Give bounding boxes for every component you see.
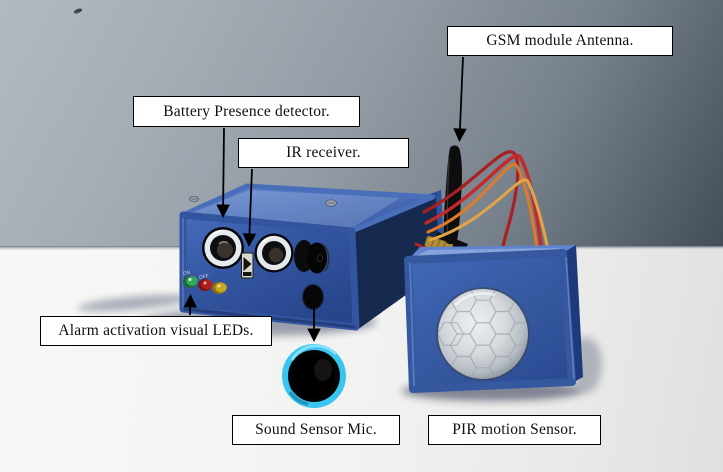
label-ir-receiver-text: IR receiver.: [286, 144, 361, 161]
status-leds: ON OFF: [182, 270, 227, 294]
ir-receiver-component: [241, 252, 254, 279]
label-battery-presence-detector-text: Battery Presence detector.: [163, 102, 330, 120]
label-sound-sensor-mic-text: Sound Sensor Mic.: [255, 421, 377, 438]
label-gsm-antenna: GSM module Antenna.: [447, 26, 673, 56]
label-sound-sensor-mic: Sound Sensor Mic.: [232, 415, 400, 445]
pir-left-edge-highlight: [409, 262, 415, 387]
led-green: [183, 276, 198, 288]
led-red: [198, 279, 213, 291]
label-pir-motion-sensor-text: PIR motion Sensor.: [452, 421, 577, 438]
round-sensor-right: [254, 233, 294, 273]
label-alarm-leds-text: Alarm activation visual LEDs.: [58, 322, 254, 339]
buzzer: [294, 240, 330, 274]
label-gsm-antenna-text: GSM module Antenna.: [486, 32, 634, 49]
leader-arrow-leds: [183, 293, 197, 316]
led-on-marking: ON: [182, 270, 191, 277]
leader-arrow-battery: [216, 127, 230, 219]
lid-screw-right: [325, 199, 337, 207]
led-yellow: [211, 282, 227, 294]
battery-presence-sensor: [202, 227, 244, 269]
leader-arrow-ir: [242, 168, 257, 248]
lid-screw-left: [189, 195, 199, 203]
label-pir-motion-sensor: PIR motion Sensor.: [428, 415, 601, 445]
leader-arrows: [183, 56, 467, 343]
pir-sensor-box: [404, 245, 583, 393]
top-face-sheen: [190, 190, 400, 228]
wall-speck: [73, 8, 83, 14]
leader-arrow-gsm: [453, 56, 467, 143]
label-ir-receiver: IR receiver.: [238, 138, 409, 168]
antenna-highlight: [446, 157, 450, 233]
pir-right-edge-highlight: [565, 256, 575, 380]
table-speck: [584, 365, 588, 369]
sound-sensor-mic-photo: [282, 344, 346, 408]
label-alarm-leds: Alarm activation visual LEDs.: [40, 316, 272, 346]
label-battery-presence-detector: Battery Presence detector.: [133, 96, 360, 127]
led-off-marking: OFF: [198, 273, 209, 281]
pir-fresnel-dome: [436, 287, 530, 381]
mic-hole: [301, 283, 325, 311]
